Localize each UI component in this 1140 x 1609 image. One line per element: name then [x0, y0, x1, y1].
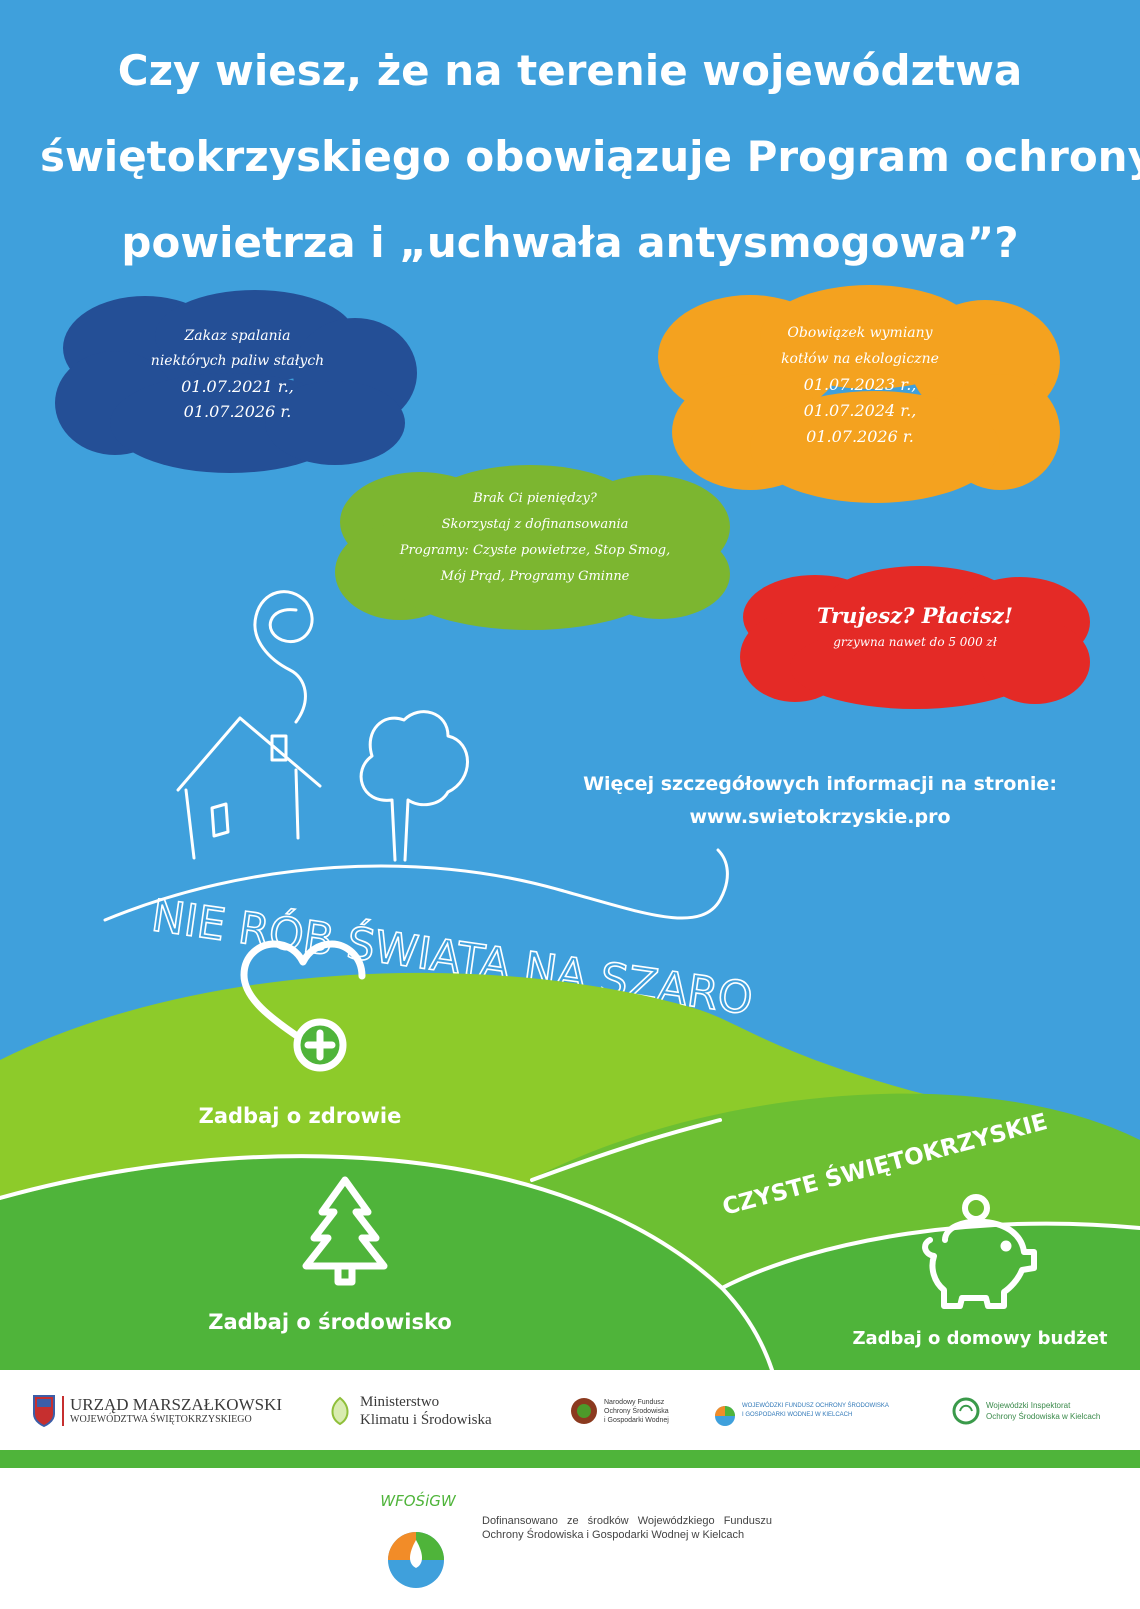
cloud-green-line-4: Mój Prąd, Programy Gminne [440, 569, 630, 584]
smoke-swirl [253, 590, 314, 724]
logo-wios-line-1: Wojewódzki Inspektorat [986, 1401, 1071, 1410]
heart-plus-icon [240, 940, 366, 1072]
wfos-drop-icon [715, 1406, 735, 1426]
piggy-bank-icon [922, 1194, 1037, 1309]
cloud-shape [740, 566, 1090, 709]
logo-wios-line-2: Ochrony Środowiska w Kielcach [986, 1412, 1101, 1421]
ministry-leaf-icon [331, 1396, 349, 1426]
label-environment: Zadbaj o środowisko [208, 1310, 452, 1334]
footer-divider [0, 1450, 1140, 1468]
hill-edge-2 [530, 1118, 722, 1182]
cloud-shape [335, 465, 730, 630]
footer-logo-text: WFOŚiGW [380, 1491, 457, 1510]
title-line-2: świętokrzyskiego obowiązuje Program ochr… [40, 132, 1140, 181]
house-chimney [270, 734, 288, 762]
coat-of-arms-icon [33, 1395, 55, 1428]
title-line-3: powietrza i „uchwała antysmogowa”? [121, 218, 1019, 267]
info-line: Więcej szczegółowych informacji na stron… [583, 773, 1057, 795]
green-hills: CZYSTE ŚWIĘTOKRZYSKIE [0, 940, 1140, 1370]
label-health: Zadbaj o zdrowie [198, 1104, 402, 1128]
logo-ministry: Ministerstwo Klimatu i Środowiska [328, 1388, 492, 1434]
logo-nfos-line-3: i Gospodarki Wodnej [604, 1416, 669, 1424]
cloud-boiler-replacement: Obowiązek wymiany kotłów na ekologiczne … [655, 282, 1065, 504]
cloud-funding: Brak Ci pieniędzy? Skorzystaj z dofinans… [330, 462, 740, 632]
cloud-green-line-2: Skorzystaj z dofinansowania [441, 517, 629, 532]
info-url[interactable]: www.swietokrzyskie.pro [689, 806, 951, 828]
house-window [210, 802, 230, 838]
logo-ministry-line-1: Ministerstwo [360, 1394, 440, 1410]
hill-edge-1 [0, 1154, 774, 1370]
page-title: Czy wiesz, że na terenie województwa świ… [40, 28, 1140, 286]
footer: WFOŚiGW Dofinansowano ze środków Wojewód… [0, 1468, 1140, 1609]
cloud-orange-line-5: 01.07.2026 r. [806, 427, 914, 446]
cloud-shape [55, 290, 417, 473]
cloud-red-subtitle: grzywna nawet do 5 000 zł [833, 635, 997, 649]
hill-edge-3 [720, 1221, 1140, 1290]
house-wall-right [294, 768, 300, 840]
logo-wfos-line-1: WOJEWÓDZKI FUNDUSZ OCHRONY ŚRODOWISKA [742, 1403, 889, 1409]
cloud-green-line-1: Brak Ci pieniędzy? [473, 491, 597, 506]
cloud-navy-line-4: 01.07.2026 r. [183, 402, 292, 421]
logo-nfos-line-2: Ochrony Środowiska [604, 1407, 669, 1415]
house-wall-left [184, 788, 196, 860]
logo-wios: Wojewódzki Inspektorat Ochrony Środowisk… [952, 1388, 1100, 1434]
cloud-orange-line-3: 01.07.2023 r., [803, 375, 917, 394]
title-line-1: Czy wiesz, że na terenie województwa [117, 46, 1023, 95]
wios-circle-icon [952, 1397, 980, 1425]
hill-line [103, 848, 729, 922]
logo-ministry-line-2: Klimatu i Środowiska [360, 1412, 492, 1428]
nfos-emblem-icon [571, 1398, 597, 1424]
cloud-navy-line-2: niektórych paliw stałych [150, 353, 325, 369]
logo-nfos: Narodowy Fundusz Ochrony Środowiska i Go… [570, 1388, 669, 1434]
partner-logos: URZĄD MARSZAŁKOWSKI WOJEWÓDZTWA ŚWIĘTOKR… [0, 1370, 1140, 1452]
logo-wfos-line-2: I GOSPODARKI WODNEJ W KIELCACH [742, 1412, 853, 1418]
house-roof [176, 716, 322, 792]
cloud-fine: Trujesz? Płacisz! grzywna nawet do 5 000… [735, 562, 1095, 712]
logo-wfos: WOJEWÓDZKI FUNDUSZ OCHRONY ŚRODOWISKA I … [714, 1388, 889, 1434]
funding-note: Dofinansowano ze środków Wojewódzkiego F… [482, 1515, 772, 1541]
tree-outline [359, 710, 469, 862]
logo-nfos-line-1: Narodowy Fundusz [604, 1398, 665, 1406]
logo-marshal-office: URZĄD MARSZAŁKOWSKI WOJEWÓDZTWA ŚWIĘTOKR… [32, 1388, 282, 1434]
cloud-solid-fuel-ban: Zakaz spalania niektórych paliw stałych … [55, 288, 420, 478]
cloud-navy-line-3: 01.07.2021 r., [181, 377, 294, 396]
cloud-navy-line-1: Zakaz spalania [184, 328, 291, 344]
cloud-red-title: Trujesz? Płacisz! [817, 603, 1013, 628]
wfos-footer-logo: WFOŚiGW [380, 1491, 457, 1588]
logo-marshal-line-1: URZĄD MARSZAŁKOWSKI [70, 1395, 283, 1414]
logo-marshal-line-2: WOJEWÓDZTWA ŚWIĘTOKRZYSKIEGO [70, 1414, 252, 1425]
cloud-orange-line-2: kotłów na ekologiczne [781, 351, 939, 367]
poster: Czy wiesz, że na terenie województwa świ… [0, 0, 1140, 1370]
cloud-shape [658, 285, 1060, 503]
tree-icon [302, 1176, 388, 1286]
info-block: Więcej szczegółowych informacji na stron… [560, 768, 1080, 834]
cloud-green-line-3: Programy: Czyste powietrze, Stop Smog, [399, 543, 671, 558]
label-budget: Zadbaj o domowy budżet [852, 1328, 1108, 1349]
cloud-orange-line-4: 01.07.2024 r., [803, 401, 917, 420]
cloud-orange-line-1: Obowiązek wymiany [787, 325, 933, 341]
